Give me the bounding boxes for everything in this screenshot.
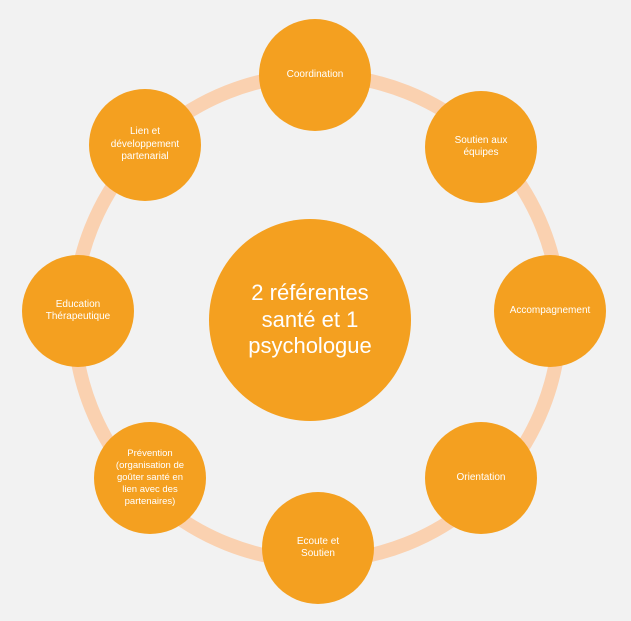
node-label: Prévention (organisation de goûter santé… — [115, 448, 185, 507]
node-label: Coordination — [286, 68, 344, 80]
node-accompagnement: Accompagnement — [494, 255, 606, 367]
node-label: Lien et développement partenarial — [110, 126, 180, 163]
node-label: Accompagnement — [509, 304, 591, 316]
node-prevention: Prévention (organisation de goûter santé… — [94, 422, 206, 534]
node-orientation: Orientation — [425, 422, 537, 534]
center-circle: 2 référentes santé et 1 psychologue — [209, 219, 411, 421]
node-coordination: Coordination — [259, 19, 371, 131]
node-label: Orientation — [456, 471, 506, 483]
node-lien-developpement: Lien et développement partenarial — [89, 89, 201, 201]
node-soutien-aux-equipes: Soutien aux équipes — [425, 91, 537, 203]
node-education-therapeutique: Education Thérapeutique — [22, 255, 134, 367]
node-label: Ecoute et Soutien — [296, 535, 340, 560]
node-ecoute-et-soutien: Ecoute et Soutien — [262, 492, 374, 604]
center-label: 2 référentes santé et 1 psychologue — [248, 280, 372, 359]
node-label: Education Thérapeutique — [45, 298, 111, 323]
node-label: Soutien aux équipes — [454, 134, 508, 159]
